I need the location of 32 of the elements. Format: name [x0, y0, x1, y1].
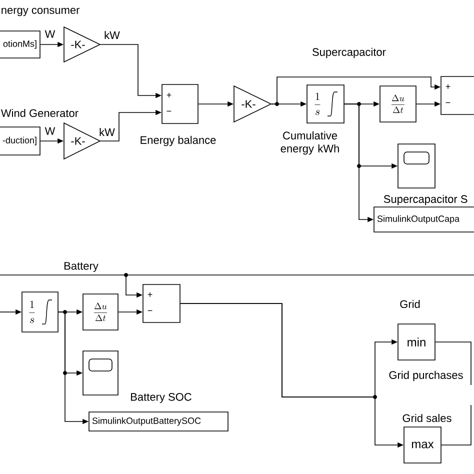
- minmax-block: min: [398, 324, 436, 360]
- goto-block: -duction]: [0, 126, 40, 156]
- block-name: Energy balance: [140, 136, 216, 146]
- edge-label: W: [44, 29, 56, 39]
- subsystem-label: nergy consumer: [2, 8, 80, 16]
- subsystem-label: Grid: [400, 300, 420, 308]
- edge-label: Battery: [62, 261, 100, 273]
- block-name: Supercapacitor S: [384, 194, 468, 206]
- block-name: Grid sales: [402, 414, 452, 422]
- integrator-block: $\frac{1}{s}$: [22, 292, 58, 332]
- scope-block: [398, 144, 436, 188]
- sum-block: + −: [142, 284, 180, 323]
- output-block: SimulinkOutputBatterySOC: [88, 412, 228, 432]
- signal-line: [441, 404, 472, 446]
- signal-line: [435, 342, 472, 386]
- derivative-block: $\frac{\Delta u}{\Delta t}$: [380, 86, 416, 122]
- edge-label: W: [44, 126, 56, 136]
- goto-block: otionMs]: [0, 30, 40, 58]
- sum-block: + −: [440, 76, 474, 115]
- sum-block: + −: [162, 84, 198, 124]
- integrator-block: $\frac{1}{s}$: [306, 84, 344, 124]
- edge-label: kW: [103, 30, 121, 40]
- subsystem-label: Wind Generator: [0, 108, 78, 118]
- derivative-block: $\frac{\Delta u}{\Delta t}$: [82, 294, 118, 330]
- block-name: Cumulative energy kWh: [280, 131, 339, 155]
- minmax-block: max: [404, 426, 442, 464]
- edge-label: kW: [98, 127, 116, 137]
- block-name: Grid purchases: [389, 370, 463, 382]
- subsystem-label: Supercapacitor: [312, 48, 386, 58]
- block-name: Battery SOC: [131, 393, 192, 403]
- scope-block: [82, 350, 118, 396]
- output-block: SimulinkOutputCapa: [374, 206, 474, 232]
